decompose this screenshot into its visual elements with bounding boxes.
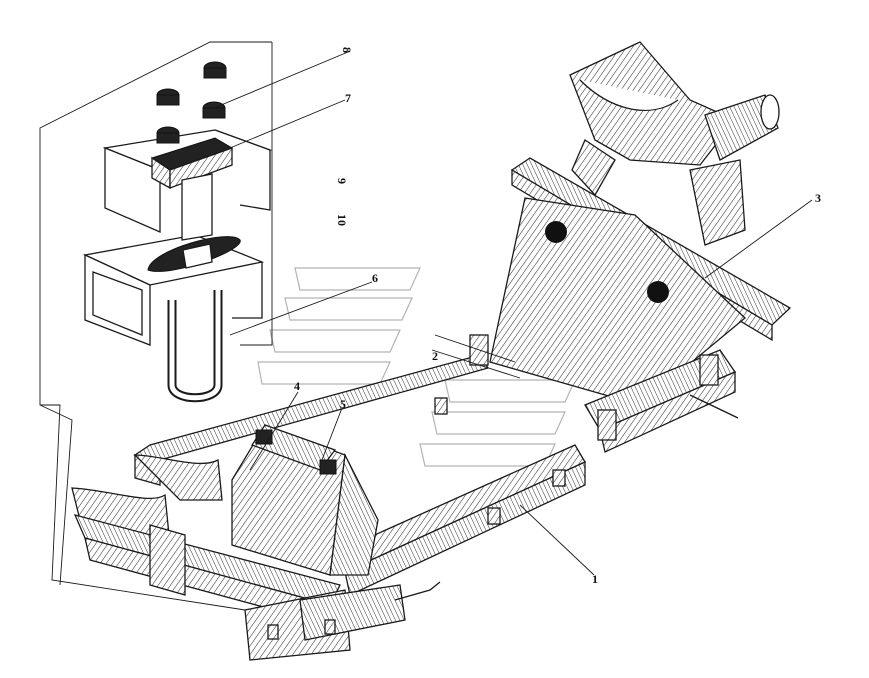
label-2: 2: [432, 349, 438, 363]
main-frame: [71, 41, 792, 661]
watermark-logo: [257, 267, 576, 467]
label-9: 9: [335, 178, 349, 184]
detail-inset: [39, 41, 273, 611]
label-3: 3: [815, 191, 821, 205]
label-1: 1: [592, 572, 598, 586]
label-4: 4: [294, 379, 300, 393]
nut: [156, 126, 180, 144]
label-6: 6: [372, 271, 378, 285]
label-10: 10: [335, 214, 349, 226]
u-bolt: [167, 290, 223, 403]
spacer-block: [181, 173, 213, 241]
label-5: 5: [340, 397, 346, 411]
part-labels: 8 7 9 10 6 3 2 4 5 1: [294, 47, 821, 586]
nut: [203, 61, 227, 79]
nut: [156, 88, 180, 106]
leader-lines: [213, 51, 813, 576]
label-8: 8: [340, 47, 354, 53]
label-7: 7: [345, 91, 351, 105]
